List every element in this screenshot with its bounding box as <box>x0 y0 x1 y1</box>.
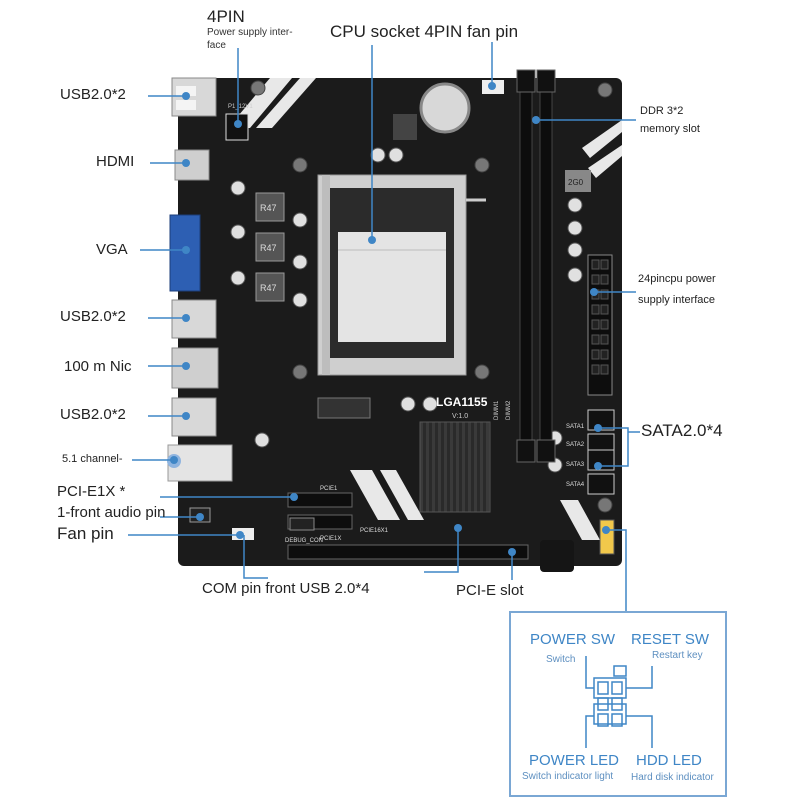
chipset-heatsink <box>419 421 491 513</box>
label-pcie-slot: PCI-E slot <box>456 582 524 599</box>
label-usb-low: USB2.0*2 <box>60 406 126 423</box>
label-nic: 100 m Nic <box>64 358 132 375</box>
label-front-audio: 1-front audio pin <box>57 504 166 521</box>
dimm-slot-1 <box>519 69 533 459</box>
pcie-x16-slot <box>287 544 529 560</box>
sata3-label: SATA3 <box>566 462 585 468</box>
panel-reset-sw-sub: Restart key <box>652 650 703 661</box>
superio-chip <box>317 397 371 419</box>
label-ddr: DDR 3*2 <box>640 105 684 117</box>
label-sata: SATA2.0*4 <box>641 421 723 440</box>
label-usb-top: USB2.0*2 <box>60 86 126 103</box>
label-pcie1x: PCI-E1X * <box>57 483 126 500</box>
label-atx24: 24pincpu power <box>638 273 716 285</box>
panel-hdd-led: HDD LED <box>636 752 702 769</box>
label-fan-pin: Fan pin <box>57 524 114 543</box>
choke-label-2: R47 <box>260 243 277 253</box>
label-vga: VGA <box>96 241 128 258</box>
label-4pin-sub2: face <box>207 40 226 51</box>
panel-power-sw: POWER SW <box>530 631 615 648</box>
label-audio: 5.1 channel- <box>62 453 123 465</box>
atx-4pin-label: P1_12V1 <box>228 104 253 110</box>
mosfet-chip <box>393 114 417 140</box>
version-label: V:1.0 <box>452 413 468 420</box>
capacitors <box>230 147 583 473</box>
panel-power-led-sub: Switch indicator light <box>522 771 614 782</box>
rear-io <box>167 77 233 482</box>
choke-label-3: R47 <box>260 283 277 293</box>
label-memory-slot: memory slot <box>640 123 700 135</box>
label-com-usb: COM pin front USB 2.0*4 <box>202 580 370 597</box>
leader-dots <box>170 82 610 556</box>
label-atx24-sub: supply interface <box>638 294 716 306</box>
panel-power-led: POWER LED <box>529 752 620 769</box>
sata-ports <box>587 409 615 495</box>
leader-lines <box>128 42 640 612</box>
pcie16-label: PCIE16X1 <box>360 528 389 534</box>
debug-label: DEBUG_CON <box>285 538 323 544</box>
dimm-slot-2 <box>539 69 553 459</box>
panel-power-sw-sub: Switch <box>546 654 576 665</box>
sata2-label: SATA2 <box>566 442 585 448</box>
cpu-socket-cover <box>338 232 446 342</box>
spd-chip-label: 2G0 <box>568 178 584 187</box>
sata4-label: SATA4 <box>566 482 585 488</box>
sata1-label: SATA1 <box>566 424 585 430</box>
panel-reset-sw: RESET SW <box>631 631 710 648</box>
dimm1-label: DIMM1 <box>494 400 500 420</box>
pcie1-label: PCIE1 <box>320 486 338 492</box>
spd-chip <box>565 170 591 192</box>
power-chokes: R47 R47 R47 <box>255 192 285 302</box>
front-panel-header <box>599 519 615 555</box>
label-4pin-sub1: Power supply inter- <box>207 27 293 38</box>
label-4pin: 4PIN <box>207 7 245 26</box>
black-connector <box>540 540 574 572</box>
pcie1x-label: PCIE1X <box>320 536 341 542</box>
label-usb-mid: USB2.0*2 <box>60 308 126 325</box>
pcie-x1-slot-1 <box>287 492 353 508</box>
cmos-battery <box>419 82 471 134</box>
label-hdmi: HDMI <box>96 153 135 170</box>
com-header <box>289 517 315 531</box>
panel-hdd-led-sub: Hard disk indicator <box>631 772 714 783</box>
dimm2-label: DIMM2 <box>506 400 512 420</box>
socket-label: LGA1155 <box>436 395 488 409</box>
label-cpu-fan: CPU socket 4PIN fan pin <box>330 22 519 41</box>
socket-screws <box>250 80 613 513</box>
choke-label-1: R47 <box>260 203 277 213</box>
